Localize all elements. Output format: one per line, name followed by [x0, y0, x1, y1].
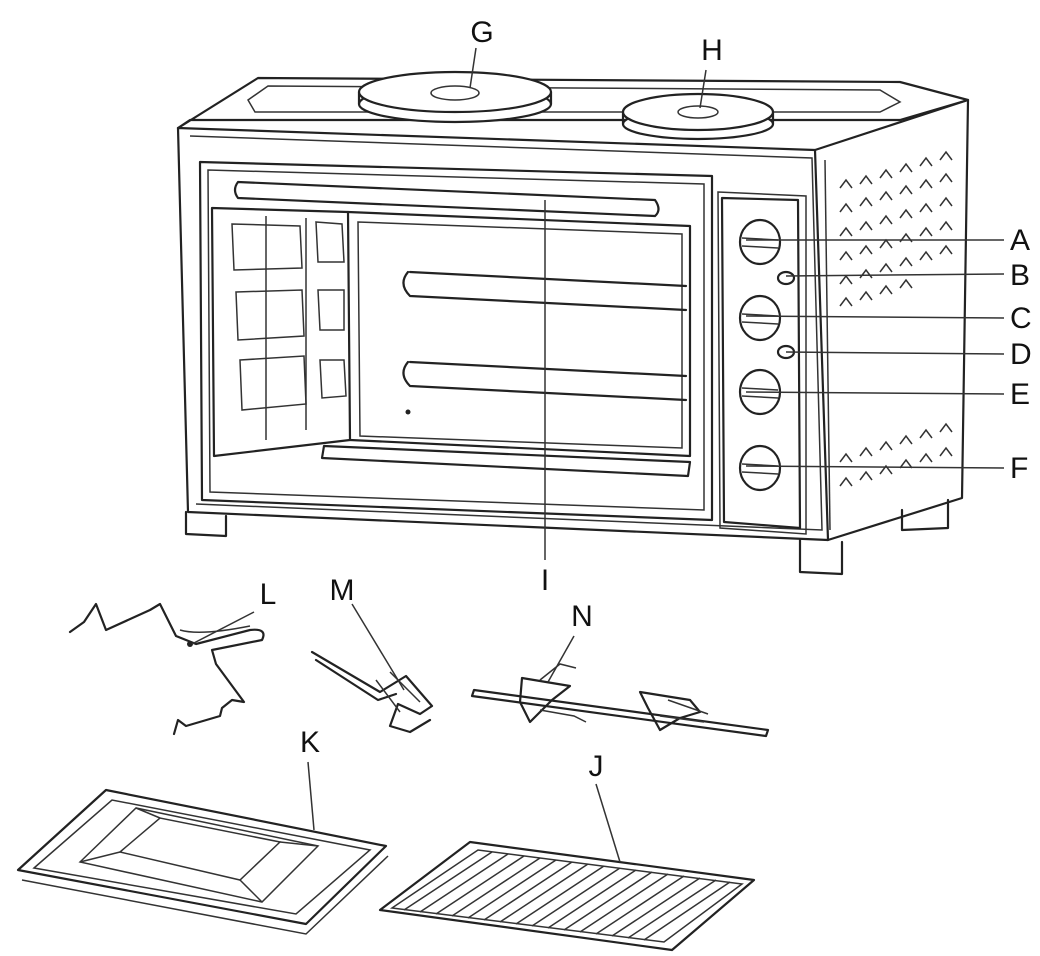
- label-k: K: [300, 726, 320, 759]
- indicator-light-b: [776, 270, 796, 286]
- label-b: B: [1010, 259, 1030, 292]
- knob-c: [738, 294, 782, 342]
- knob-a: [738, 218, 782, 266]
- label-j: J: [589, 750, 604, 783]
- label-f: F: [1010, 452, 1028, 485]
- rotisserie-handle-m: [310, 650, 434, 734]
- baking-tray-k: [16, 788, 389, 935]
- label-m: M: [330, 574, 355, 607]
- label-h: H: [701, 34, 723, 67]
- rotisserie-spit-n: [470, 663, 770, 738]
- label-e: E: [1010, 378, 1030, 411]
- hotplate-h: [621, 92, 775, 141]
- label-a: A: [1010, 224, 1030, 257]
- label-n: N: [571, 600, 593, 633]
- hotplate-g: [357, 70, 553, 124]
- label-l: L: [260, 578, 277, 611]
- label-d: D: [1010, 338, 1032, 371]
- rack-hooks-l: [68, 602, 265, 736]
- leader-lines: [191, 47, 1005, 863]
- label-c: C: [1010, 302, 1032, 335]
- knob-f: [738, 444, 782, 492]
- label-g: G: [470, 16, 493, 49]
- oven-body: [176, 76, 970, 576]
- label-i: I: [541, 564, 549, 597]
- part-labels: G H A B C D E F I L M N K J: [260, 16, 1032, 783]
- wire-rack-j: [378, 840, 756, 952]
